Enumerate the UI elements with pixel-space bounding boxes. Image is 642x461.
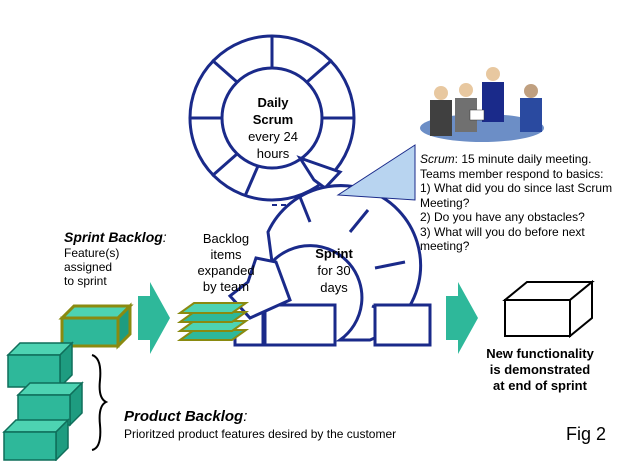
sprint-cycle [233,184,432,347]
backlog-items-line: Backlog [202,231,250,246]
outcome-line: is demonstrated [489,362,591,377]
scrum-note-line: Meeting? [420,195,470,210]
sprint-backlog-box [58,302,134,350]
scrum-note-line: : 15 minute daily meeting. [454,152,592,166]
sprint-backlog-title: Sprint Backlog [64,229,163,245]
daily-scrum-title: Daily Scrum [252,95,294,127]
daily-scrum-label: Daily Scrum every 24 hours [236,94,310,162]
outcome-line: New functionality [486,346,594,361]
arrow-right-icon [138,282,170,354]
daily-scrum-line2: hours [256,146,290,161]
backlog-items-line: expanded [197,263,255,278]
scrum-note-term: Scrum [420,152,455,166]
scrum-note-line: Teams member respond to basics: [420,166,604,181]
outcome-label: New functionality is demonstrated at end… [470,346,610,394]
backlog-items-line: by team [202,279,250,294]
outcome-box [502,279,595,339]
scrum-note-line: 3) What will you do before next [420,224,585,239]
scrum-note-line: 2) Do you have any obstacles? [420,210,585,224]
scrum-note: Scrum: 15 minute daily meeting. Teams me… [420,152,638,254]
backlog-items-line: items [210,247,242,262]
sprint-line2: days [320,280,348,295]
sprint-backlog-line: Feature(s) [64,246,120,260]
product-backlog-colon: : [243,408,248,425]
speech-pointer [336,144,416,201]
sprint-backlog-line: assigned [64,260,113,274]
scrum-note-line: 1) What did you do since last Scrum [420,181,613,195]
backlog-items-stack [176,302,250,341]
sprint-label: Sprint for 30 days [306,245,362,296]
bracket [91,354,109,451]
product-backlog-title: Product Backlog [124,408,244,425]
scrum-note-line: meeting? [420,239,470,253]
daily-scrum-cycle [188,34,356,202]
product-backlog-desc: Prioritzed product features desired by t… [124,427,397,441]
product-backlog-stack [2,341,84,461]
sprint-backlog-colon: : [162,229,167,245]
daily-scrum-line1: every 24 [248,129,298,144]
product-backlog-label: Product Backlog: Prioritzed product feat… [124,408,454,442]
sprint-backlog-label: Sprint Backlog: Feature(s) assigned to s… [64,228,184,288]
sprint-backlog-line: to sprint [64,274,107,288]
outcome-line: at end of sprint [493,378,587,393]
meeting-people-icon [420,67,544,142]
arrow-right-icon [446,282,478,354]
sprint-line1: for 30 [317,263,351,278]
figure-label: Fig 2 [566,424,607,444]
sprint-title: Sprint [315,246,353,261]
backlog-items-label: Backlog items expanded by team [190,231,262,295]
